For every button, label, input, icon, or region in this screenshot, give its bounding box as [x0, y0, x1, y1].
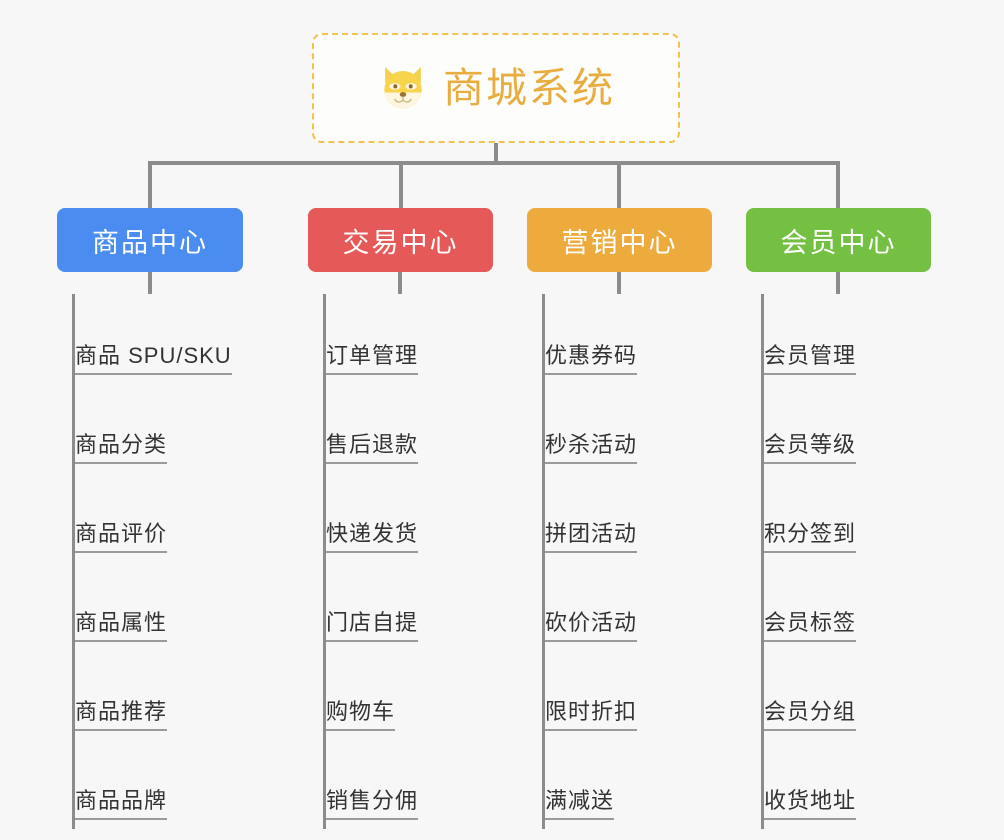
branch-column-3: 营销中心 优惠券码 秒杀活动 拼团活动 砍价活动 限时折扣 满减送: [527, 208, 712, 829]
branch-column-1: 商品中心 商品 SPU/SKU 商品分类 商品评价 商品属性 商品推荐 商品品牌: [57, 208, 243, 829]
leaf-item[interactable]: 商品评价: [75, 464, 232, 553]
leaf-label: 商品 SPU/SKU: [75, 344, 232, 375]
leaf-label: 商品推荐: [75, 700, 168, 731]
connector-horizontal-bus: [150, 161, 838, 165]
leaf-item[interactable]: 售后退款: [326, 375, 419, 464]
connector-drop-1: [148, 161, 152, 209]
leaf-item[interactable]: 会员管理: [764, 286, 857, 375]
leaf-item[interactable]: 满减送: [545, 731, 637, 820]
branch-header-3[interactable]: 营销中心: [527, 208, 712, 272]
branch-header-4-label: 会员中心: [780, 227, 897, 258]
connector-stub-2: [398, 272, 402, 294]
leaf-label: 优惠券码: [545, 344, 638, 375]
leaf-label: 商品属性: [75, 611, 168, 642]
leaf-item[interactable]: 积分签到: [764, 464, 857, 553]
leaf-item[interactable]: 优惠券码: [545, 286, 638, 375]
branch-header-3-label: 营销中心: [561, 227, 678, 258]
leaf-label: 秒杀活动: [545, 433, 638, 464]
leaf-item[interactable]: 商品 SPU/SKU: [75, 286, 232, 375]
leaf-item[interactable]: 购物车: [326, 642, 418, 731]
leaf-label: 收货地址: [764, 789, 857, 820]
leaf-item[interactable]: 砍价活动: [545, 553, 638, 642]
leaf-label: 门店自提: [326, 611, 419, 642]
leaf-label: 购物车: [326, 700, 396, 731]
leaf-label: 砍价活动: [545, 611, 638, 642]
leaf-label: 会员分组: [764, 700, 857, 731]
leaf-item[interactable]: 商品属性: [75, 553, 232, 642]
leaf-item[interactable]: 会员等级: [764, 375, 857, 464]
connector-stub-1: [148, 272, 152, 294]
branch-header-2-label: 交易中心: [342, 227, 459, 258]
branch-header-4[interactable]: 会员中心: [746, 208, 931, 272]
leaf-item[interactable]: 限时折扣: [545, 642, 638, 731]
leaf-label: 拼团活动: [545, 522, 638, 553]
leaf-label: 会员等级: [764, 433, 857, 464]
leaf-item[interactable]: 快递发货: [326, 464, 419, 553]
leaf-label: 售后退款: [326, 433, 419, 464]
leaf-item[interactable]: 秒杀活动: [545, 375, 638, 464]
leaf-label: 快递发货: [326, 522, 419, 553]
branch-header-1[interactable]: 商品中心: [57, 208, 243, 272]
leaf-label: 积分签到: [764, 522, 857, 553]
leaf-spine-3: [542, 294, 545, 829]
leaf-label: 会员管理: [764, 344, 857, 375]
leaf-item[interactable]: 订单管理: [326, 286, 419, 375]
leaf-spine-2: [323, 294, 326, 829]
connector-drop-3: [617, 161, 621, 209]
leaf-list-1: 商品 SPU/SKU 商品分类 商品评价 商品属性 商品推荐 商品品牌: [75, 286, 232, 820]
leaf-list-4: 会员管理 会员等级 积分签到 会员标签 会员分组 收货地址: [764, 286, 857, 820]
leaf-item[interactable]: 商品分类: [75, 375, 232, 464]
leaf-list-3: 优惠券码 秒杀活动 拼团活动 砍价活动 限时折扣 满减送: [545, 286, 638, 820]
branch-header-2[interactable]: 交易中心: [308, 208, 493, 272]
connector-stub-4: [836, 272, 840, 294]
branch-header-1-label: 商品中心: [92, 227, 208, 258]
leaf-item[interactable]: 会员分组: [764, 642, 857, 731]
branch-column-4: 会员中心 会员管理 会员等级 积分签到 会员标签 会员分组 收货地址: [746, 208, 931, 829]
leaf-item[interactable]: 收货地址: [764, 731, 857, 820]
leaf-item[interactable]: 拼团活动: [545, 464, 638, 553]
connector-drop-2: [399, 161, 403, 209]
connector-root-vertical: [494, 143, 498, 164]
leaf-item[interactable]: 商品推荐: [75, 642, 232, 731]
leaf-item[interactable]: 会员标签: [764, 553, 857, 642]
leaf-item[interactable]: 销售分佣: [326, 731, 419, 820]
connector-stub-3: [617, 272, 621, 294]
connector-drop-4: [836, 161, 840, 209]
leaf-label: 满减送: [545, 789, 615, 820]
leaf-label: 商品分类: [75, 433, 168, 464]
leaf-label: 商品评价: [75, 522, 168, 553]
leaf-label: 订单管理: [326, 344, 419, 375]
root-node[interactable]: 商城系统: [312, 33, 680, 143]
branch-column-2: 交易中心 订单管理 售后退款 快递发货 门店自提 购物车 销售分佣: [308, 208, 493, 829]
root-title: 商城系统: [443, 64, 615, 111]
leaf-label: 商品品牌: [75, 789, 168, 820]
leaf-item[interactable]: 商品品牌: [75, 731, 232, 820]
leaf-item[interactable]: 门店自提: [326, 553, 419, 642]
leaf-spine-1: [72, 294, 75, 829]
dog-face-icon: [377, 62, 429, 114]
leaf-spine-4: [761, 294, 764, 829]
leaf-label: 会员标签: [764, 611, 857, 642]
leaf-list-2: 订单管理 售后退款 快递发货 门店自提 购物车 销售分佣: [326, 286, 419, 820]
leaf-label: 销售分佣: [326, 789, 419, 820]
leaf-label: 限时折扣: [545, 700, 638, 731]
